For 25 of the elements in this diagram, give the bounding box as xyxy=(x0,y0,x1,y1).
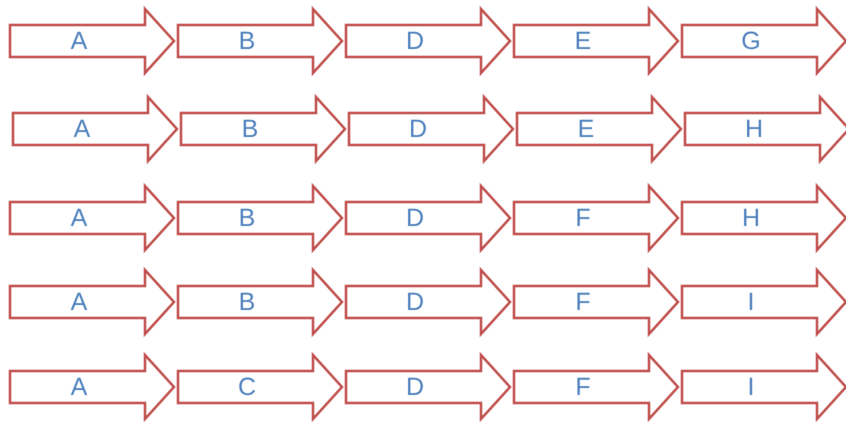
chevron-step: B xyxy=(177,185,343,251)
chevron-step: E xyxy=(516,96,682,162)
chevron-step: I xyxy=(681,354,846,420)
chevron-step: H xyxy=(681,185,846,251)
chevron-step: G xyxy=(681,8,846,74)
chevron-step: F xyxy=(513,354,679,420)
chevron-step: H xyxy=(684,96,846,162)
chevron-step: D xyxy=(348,96,514,162)
chevron-step: A xyxy=(9,185,175,251)
chevron-step: F xyxy=(513,185,679,251)
chevron-step: A xyxy=(9,269,175,335)
chevron-step: A xyxy=(12,96,178,162)
chevron-step: D xyxy=(345,354,511,420)
chevron-step: F xyxy=(513,269,679,335)
chevron-step: A xyxy=(9,354,175,420)
chevron-step: B xyxy=(180,96,346,162)
chevron-step: A xyxy=(9,8,175,74)
chevron-step: E xyxy=(513,8,679,74)
chevron-step: B xyxy=(177,8,343,74)
chevron-step: C xyxy=(177,354,343,420)
chevron-step: D xyxy=(345,185,511,251)
chevron-step: B xyxy=(177,269,343,335)
chevron-step: I xyxy=(681,269,846,335)
chevron-step: D xyxy=(345,8,511,74)
chevron-step: D xyxy=(345,269,511,335)
